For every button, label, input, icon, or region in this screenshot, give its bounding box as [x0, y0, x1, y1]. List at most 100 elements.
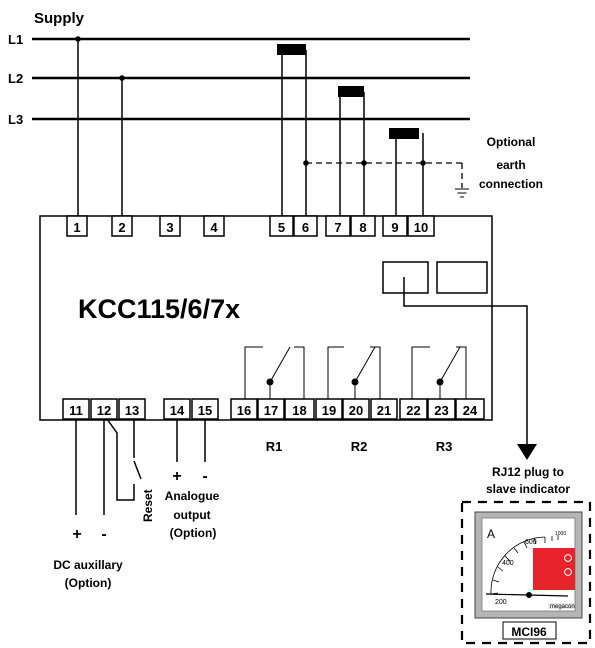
- analogue-label-line2: output: [173, 508, 210, 522]
- terminal-2: [111, 215, 133, 237]
- terminal-9: [382, 215, 408, 237]
- junction-dot-l1: [75, 36, 81, 42]
- terminal-label-22: 22: [406, 403, 420, 418]
- reset-switch: [106, 418, 142, 501]
- earth-ground-icon: [455, 188, 469, 198]
- terminal-4: [203, 215, 225, 237]
- line-label-l3: L3: [8, 112, 23, 127]
- relay-contact-r3: [411, 346, 467, 413]
- relay-label-r3: R3: [436, 439, 453, 454]
- bottom-terminal-strip: 11 12 13 14 15 16 17 18 19 20 21 22 23 2…: [62, 398, 485, 420]
- terminal-label-18: 18: [292, 403, 306, 418]
- terminal-label-19: 19: [322, 403, 336, 418]
- terminal-7: [325, 215, 351, 237]
- terminal-label-15: 15: [198, 403, 212, 418]
- current-transformer-3: [389, 128, 424, 216]
- terminal-13: [118, 398, 146, 420]
- meter-name-box: [502, 621, 557, 640]
- terminal-20: [342, 398, 370, 420]
- dc-aux-plus: +: [72, 526, 81, 543]
- analogue-label-line3: (Option): [170, 526, 217, 540]
- line-label-l1: L1: [8, 32, 23, 47]
- meter-tick-marks: [490, 535, 559, 595]
- meter-scale-600: 600: [525, 539, 537, 546]
- analog-meter: A 200 400 600 1000 megacon: [474, 511, 583, 619]
- terminal-label-12: 12: [97, 403, 111, 418]
- terminal-24: [455, 398, 485, 420]
- terminal-label-5: 5: [278, 220, 285, 235]
- reset-label: Reset: [141, 489, 155, 522]
- analogue-plus: +: [172, 468, 181, 485]
- relay-contact-r2: [327, 346, 381, 413]
- current-transformer-1: [277, 44, 307, 216]
- earth-connection: [303, 160, 469, 198]
- terminal-5: [269, 215, 294, 237]
- terminal-21: [370, 398, 398, 420]
- terminal-1: [66, 215, 88, 237]
- terminal-17: [257, 398, 285, 420]
- meter-scale-200: 200: [495, 599, 507, 606]
- meter-name: MCI96: [511, 625, 547, 639]
- meter-dashed-outline: [460, 500, 592, 645]
- terminal-label-20: 20: [349, 403, 363, 418]
- terminal-8: [350, 215, 376, 237]
- terminal-label-17: 17: [264, 403, 278, 418]
- terminal-18: [284, 398, 315, 420]
- dc-aux-label-line2: (Option): [65, 576, 112, 590]
- device-model-name: KCC115/6/7x: [78, 294, 240, 324]
- ct3-core: [389, 128, 419, 139]
- terminal-label-11: 11: [69, 403, 83, 418]
- rj12-cable: [403, 277, 528, 446]
- line-label-l2: L2: [8, 71, 23, 86]
- relay-label-r2: R2: [351, 439, 368, 454]
- meter-scale-400: 400: [502, 560, 514, 567]
- dc-aux-label-line1: DC auxillary: [53, 558, 123, 572]
- analogue-label-line1: Analogue: [165, 489, 220, 503]
- terminal-label-10: 10: [414, 220, 428, 235]
- earth-label-line1: Optional: [487, 135, 536, 149]
- meter-brand-strip: [548, 603, 574, 609]
- meter-led-lower: [564, 568, 572, 576]
- meter-unit: A: [487, 527, 495, 541]
- terminal-23: [427, 398, 456, 420]
- terminal-label-4: 4: [210, 220, 218, 235]
- terminal-label-1: 1: [73, 220, 80, 235]
- terminal-label-7: 7: [334, 220, 341, 235]
- terminal-22: [399, 398, 428, 420]
- relay-label-r1: R1: [266, 439, 283, 454]
- supply-title: Supply: [34, 10, 85, 27]
- rj12-arrowhead: [517, 444, 537, 460]
- terminal-10: [407, 215, 435, 237]
- earth-label-line3: connection: [479, 177, 543, 191]
- terminal-label-21: 21: [377, 403, 391, 418]
- terminal-label-24: 24: [463, 403, 478, 418]
- terminal-6: [293, 215, 318, 237]
- terminal-label-3: 3: [166, 220, 173, 235]
- dc-aux-minus: -: [101, 526, 106, 543]
- terminal-label-14: 14: [170, 403, 185, 418]
- meter-needle-pivot: [526, 592, 532, 598]
- relay-contact-r1: [244, 346, 305, 413]
- aux-port: [436, 261, 488, 294]
- meter-brand: megacon: [550, 604, 575, 610]
- terminal-label-23: 23: [434, 403, 448, 418]
- terminal-label-8: 8: [359, 220, 366, 235]
- earth-label-line2: earth: [496, 158, 525, 172]
- ct1-core: [277, 44, 306, 55]
- terminal-label-2: 2: [118, 220, 125, 235]
- terminal-19: [315, 398, 343, 420]
- top-terminal-strip: 1 2 3 4 5 6 7 8 9 10: [66, 215, 435, 237]
- rj12-port: [382, 261, 429, 294]
- terminal-label-6: 6: [302, 220, 309, 235]
- terminal-3: [159, 215, 181, 237]
- terminal-label-16: 16: [237, 403, 251, 418]
- meter-led-upper: [564, 554, 572, 562]
- meter-scale-1000: 1000: [555, 531, 566, 537]
- current-transformer-2: [338, 86, 365, 216]
- terminal-label-9: 9: [391, 220, 398, 235]
- ct2-core: [338, 86, 364, 97]
- terminal-16: [230, 398, 258, 420]
- terminal-label-13: 13: [125, 403, 139, 418]
- rj12-label-line1: RJ12 plug to: [492, 465, 564, 479]
